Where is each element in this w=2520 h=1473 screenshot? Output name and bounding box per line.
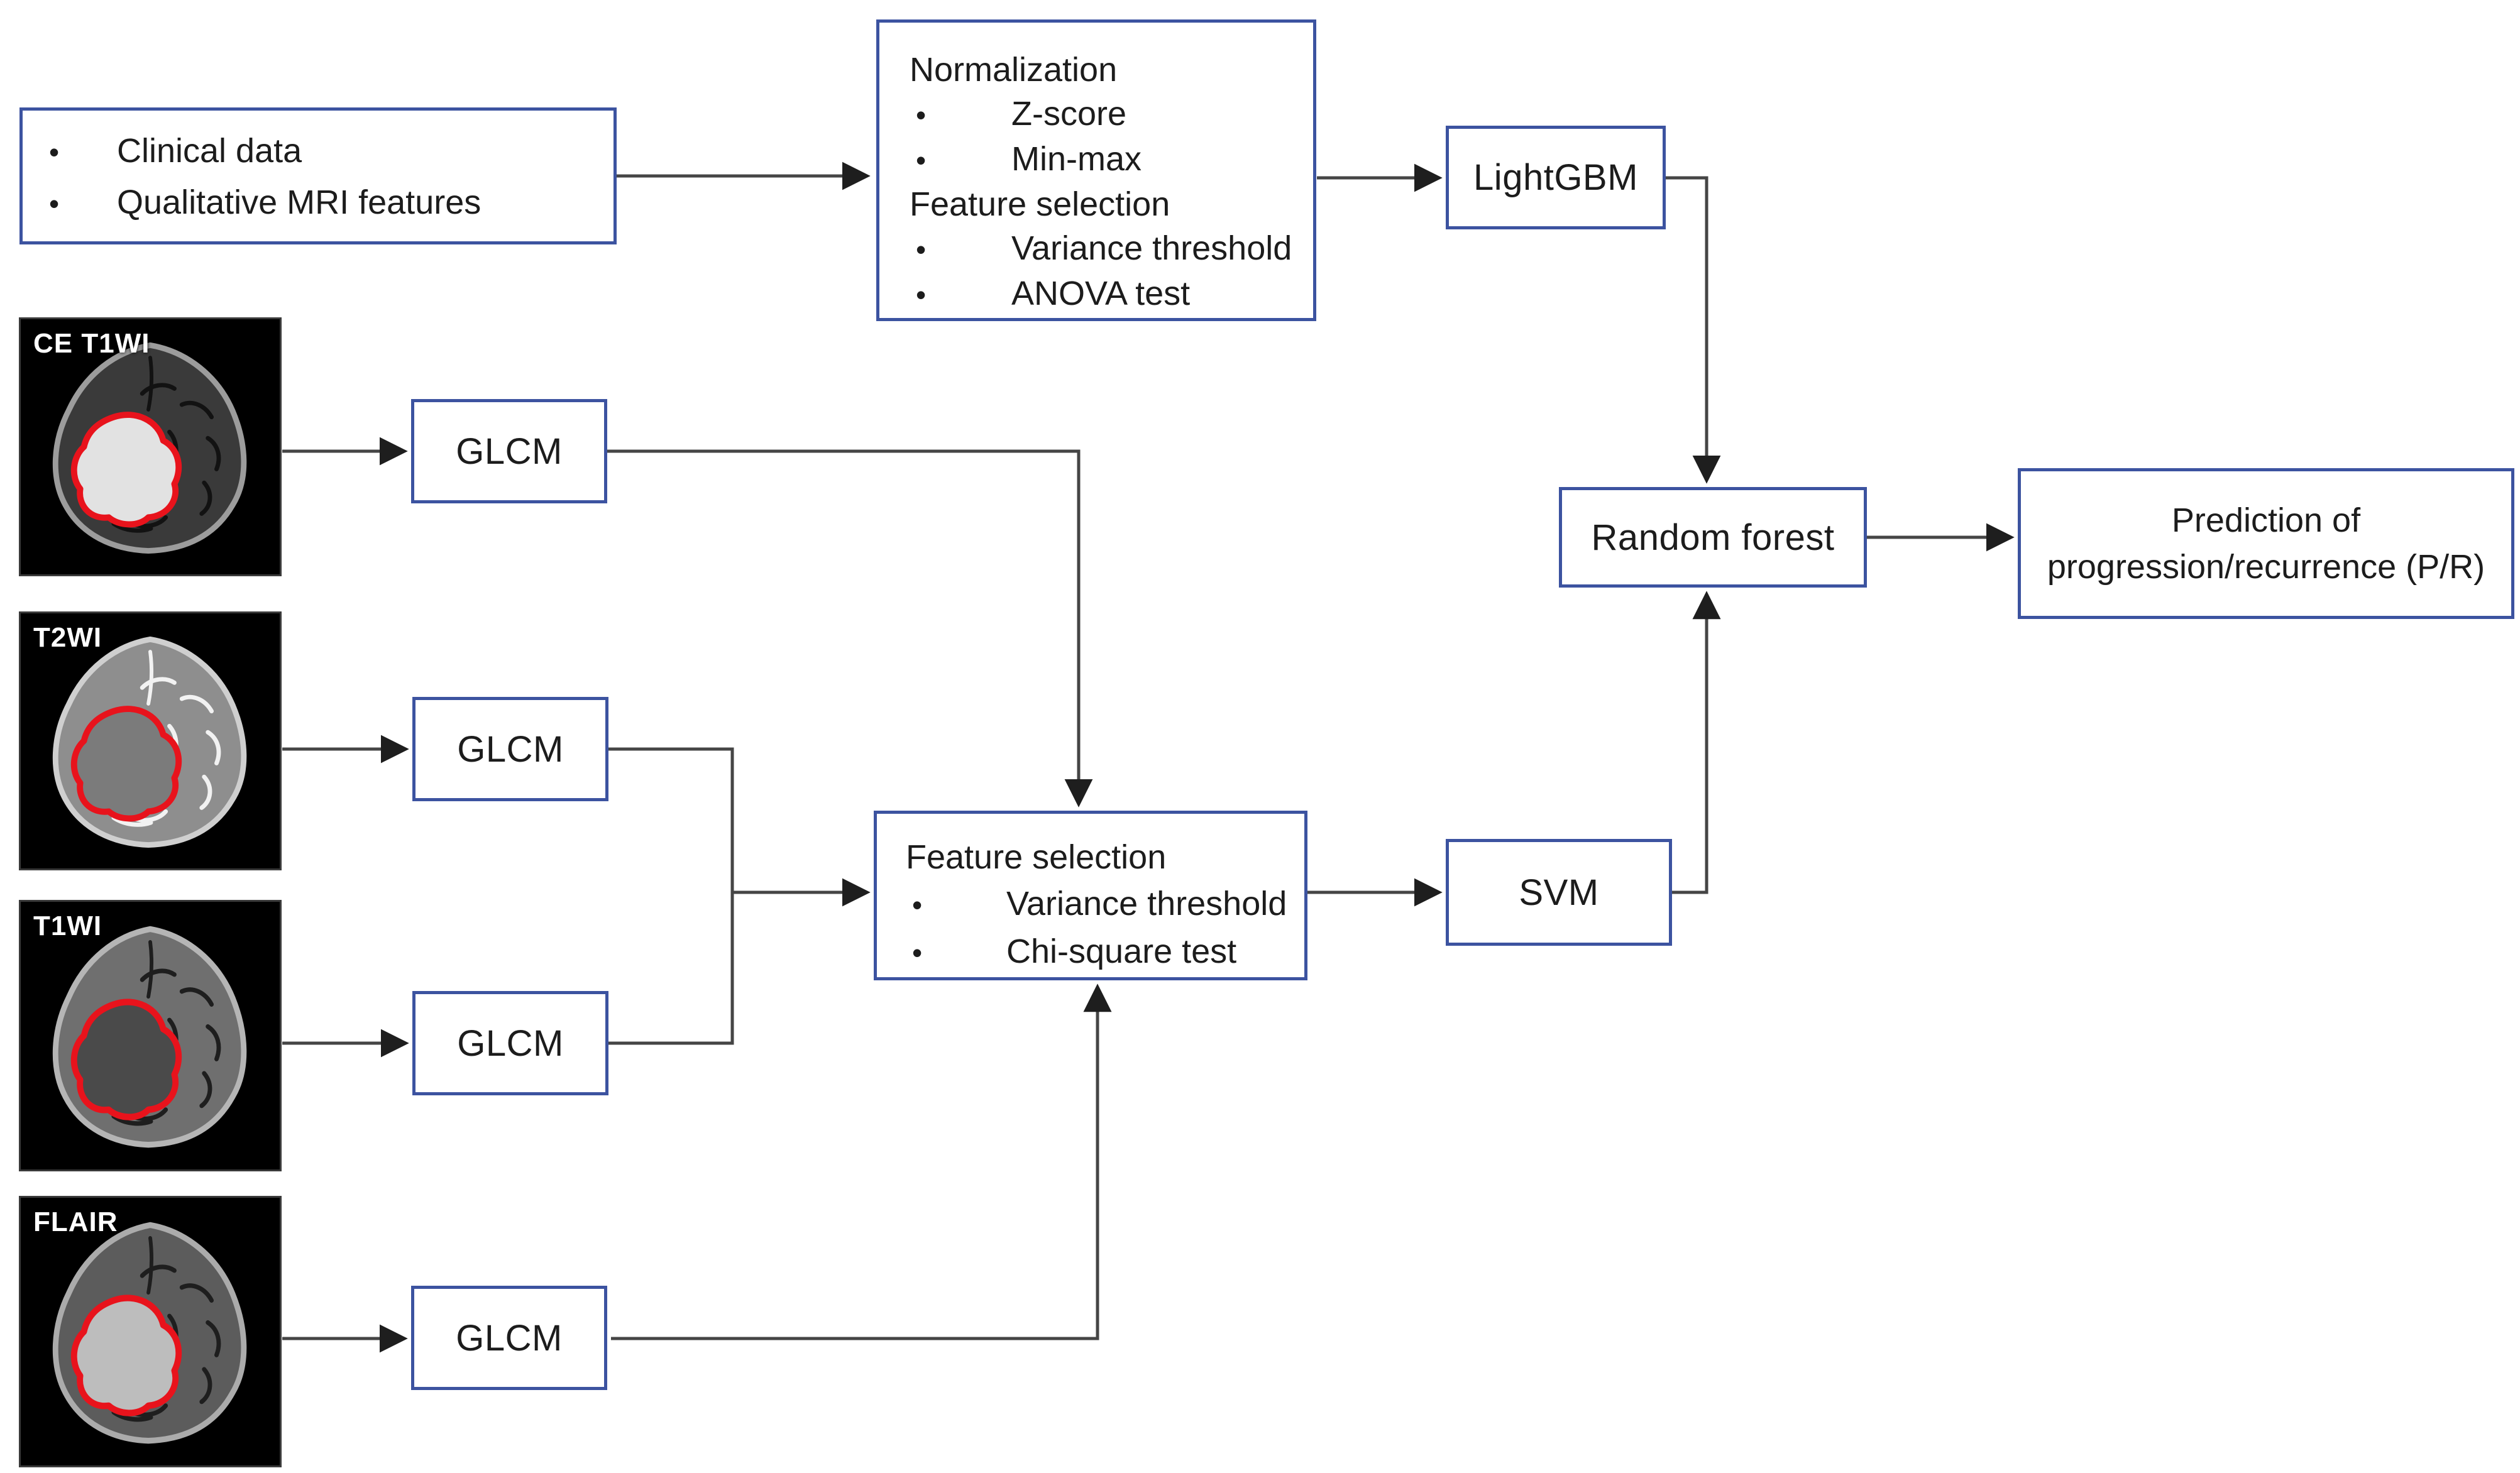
sulci bbox=[179, 400, 214, 420]
brain-scan-graphic bbox=[52, 1222, 247, 1444]
lightgbm-box: LightGBM bbox=[1446, 126, 1666, 229]
mri-t2wi: T2WI bbox=[19, 611, 282, 870]
sulci bbox=[179, 987, 214, 1007]
glcm-label: GLCM bbox=[457, 1022, 564, 1064]
tumor-contour bbox=[70, 999, 182, 1120]
sulci bbox=[206, 1024, 221, 1061]
tumor-contour bbox=[70, 1295, 182, 1416]
list-item: • Variance threshold bbox=[879, 226, 1313, 271]
random-forest-box: Random forest bbox=[1559, 487, 1867, 588]
model-label: Random forest bbox=[1591, 517, 1835, 558]
midline-fissure bbox=[146, 650, 154, 706]
arrow-glcm1-to-feature-selection-top bbox=[607, 449, 1093, 808]
list-item: • Z-score bbox=[879, 92, 1313, 137]
bullet-marker: • bbox=[916, 144, 927, 177]
list-item: • Qualitative MRI features bbox=[23, 177, 613, 229]
mri-sequence-label: CE T1WI bbox=[33, 328, 150, 359]
section-title: Feature selection bbox=[910, 185, 1170, 223]
list-item: • ANOVA test bbox=[879, 271, 1313, 317]
prediction-box: Prediction of progression/recurrence (P/… bbox=[2018, 468, 2514, 619]
bullet-marker: • bbox=[916, 99, 927, 131]
list-item: • Min-max bbox=[879, 137, 1313, 182]
brain-scan-graphic bbox=[52, 926, 247, 1148]
sulci bbox=[140, 968, 177, 982]
arrow-lightgbm-to-random-forest bbox=[1666, 176, 1721, 484]
prediction-line: Prediction of bbox=[2171, 501, 2361, 539]
mri-ce-t1wi: CE T1WI bbox=[19, 317, 282, 576]
mri-sequence-label: FLAIR bbox=[33, 1207, 118, 1237]
midline-fissure bbox=[146, 356, 154, 412]
mri-sequence-label: T2WI bbox=[33, 622, 102, 653]
glcm-label: GLCM bbox=[457, 728, 564, 770]
sulci bbox=[179, 1283, 214, 1303]
bullet-marker: • bbox=[49, 136, 60, 168]
input-item-label: Clinical data bbox=[117, 132, 302, 170]
sulci bbox=[140, 677, 177, 690]
feature-selection-box: Feature selection • Variance threshold •… bbox=[874, 811, 1307, 980]
sulci bbox=[199, 1367, 212, 1405]
sulci bbox=[140, 383, 177, 396]
glcm-label: GLCM bbox=[456, 430, 563, 472]
bullet-label: Chi-square test bbox=[1006, 933, 1237, 970]
sulci bbox=[206, 1320, 221, 1357]
tumor-contour bbox=[70, 706, 182, 822]
bullet-label: ANOVA test bbox=[1011, 275, 1191, 312]
mri-t1wi: T1WI bbox=[19, 900, 282, 1171]
bullet-marker: • bbox=[912, 889, 923, 921]
list-item: • Clinical data bbox=[23, 126, 613, 177]
bullet-marker: • bbox=[49, 187, 60, 220]
sulci bbox=[199, 774, 212, 810]
mri-sequence-label: T1WI bbox=[33, 911, 102, 941]
midline-fissure bbox=[146, 1236, 154, 1295]
arrow-svm-to-random-forest bbox=[1672, 591, 1721, 894]
bullet-marker: • bbox=[916, 278, 927, 311]
sulci bbox=[179, 694, 214, 714]
section-title: Feature selection bbox=[906, 838, 1167, 876]
sulci bbox=[206, 730, 221, 765]
list-item: • Chi-square test bbox=[877, 928, 1304, 976]
bullet-label: Min-max bbox=[1011, 140, 1142, 178]
sulci bbox=[140, 1264, 177, 1278]
mri-flair: FLAIR bbox=[19, 1196, 282, 1467]
sulci bbox=[206, 435, 221, 471]
brain-scan-graphic bbox=[52, 342, 247, 554]
glcm-box-flair: GLCM bbox=[411, 1286, 607, 1390]
prediction-line: progression/recurrence (P/R) bbox=[2047, 548, 2485, 586]
bullet-label: Z-score bbox=[1011, 95, 1127, 133]
glcm-box-cet1wi: GLCM bbox=[411, 399, 607, 503]
sulci bbox=[199, 480, 212, 516]
line-glcm3-to-junction bbox=[608, 892, 734, 1045]
brain-scan-graphic bbox=[52, 636, 247, 848]
line-glcm2-to-junction bbox=[608, 747, 734, 892]
model-label: SVM bbox=[1519, 872, 1599, 913]
section-title: Normalization bbox=[910, 51, 1118, 89]
input-item-label: Qualitative MRI features bbox=[117, 183, 481, 221]
sulci bbox=[199, 1071, 212, 1109]
svm-box: SVM bbox=[1446, 839, 1672, 946]
bullet-marker: • bbox=[912, 936, 923, 969]
arrow-glcm4-to-feature-selection-bottom bbox=[611, 983, 1112, 1340]
bullet-label: Variance threshold bbox=[1006, 885, 1287, 923]
glcm-box-t2wi: GLCM bbox=[412, 697, 608, 801]
tumor-contour bbox=[70, 412, 182, 528]
glcm-label: GLCM bbox=[456, 1317, 563, 1359]
list-item: • Variance threshold bbox=[877, 880, 1304, 928]
bullet-label: Variance threshold bbox=[1011, 229, 1292, 267]
clinical-inputs-box: • Clinical data • Qualitative MRI featur… bbox=[19, 107, 617, 244]
model-label: LightGBM bbox=[1473, 157, 1638, 198]
glcm-box-t1wi: GLCM bbox=[412, 991, 608, 1095]
bullet-marker: • bbox=[916, 233, 927, 266]
midline-fissure bbox=[146, 940, 154, 999]
normalization-feature-selection-box: Normalization • Z-score • Min-max Featur… bbox=[876, 19, 1316, 321]
